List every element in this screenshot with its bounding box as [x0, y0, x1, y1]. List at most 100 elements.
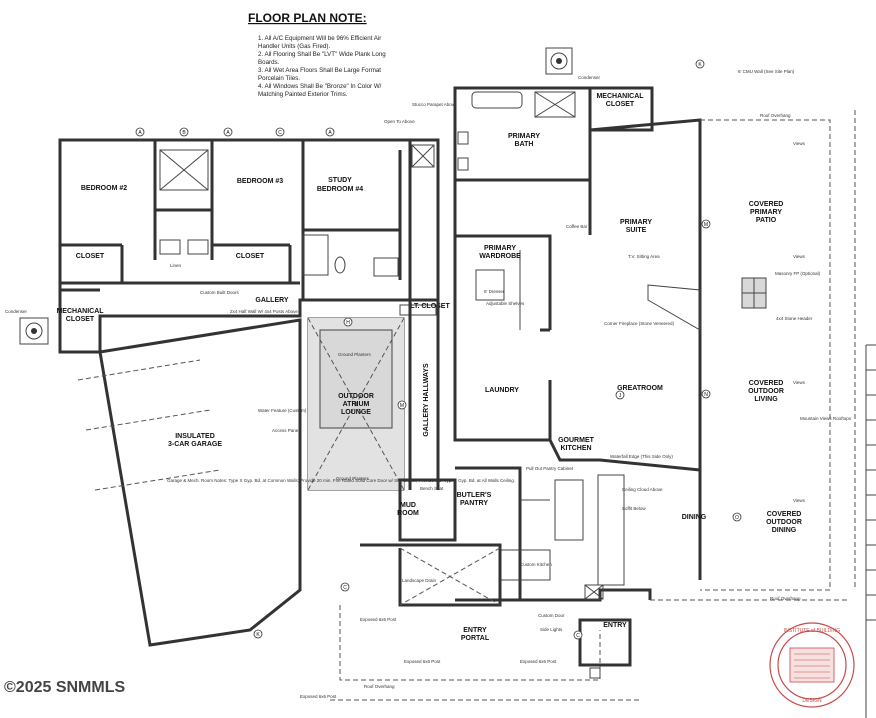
room-label-covered-dining-3: DINING: [772, 527, 797, 534]
note-line: 1. All A/C Equipment Will be 96% Efficie…: [258, 35, 381, 42]
annotation-bench: Bench Seat: [420, 486, 444, 491]
svg-text:C: C: [343, 585, 347, 591]
room-label-butlers-2: PANTRY: [460, 500, 488, 507]
seal-text-top: INSTITUTE of BUILDING: [784, 628, 841, 634]
room-label-covered-living-1: COVERED: [749, 380, 784, 387]
room-label-covered-dining-1: COVERED: [767, 511, 802, 518]
svg-text:M: M: [704, 222, 708, 228]
room-label-atrium-2: ATRIUM: [343, 401, 370, 408]
room-label-atrium-1: OUTDOOR: [338, 393, 374, 400]
annotation-mountain-views: Mountain Views Rooftops: [800, 416, 852, 421]
seal-text-bottom: DESIGN: [802, 698, 822, 704]
room-label-greatroom: GREATROOM: [617, 385, 663, 392]
right-edge-ruler: [865, 344, 876, 718]
room-label-closet-1: CLOSET: [76, 253, 105, 260]
outdoor-atrium: [307, 317, 405, 491]
primary-wing: [453, 86, 856, 591]
room-label-entry-portal-2: PORTAL: [461, 635, 490, 642]
room-label-lt-closet: LT. CLOSET: [410, 303, 450, 310]
room-label-covered-living-3: LIVING: [754, 396, 778, 403]
condenser-left: Condenser: [5, 309, 49, 345]
svg-text:J: J: [619, 393, 622, 399]
svg-text:K: K: [698, 62, 702, 68]
svg-text:A: A: [138, 130, 142, 136]
room-label-atrium-3: LOUNGE: [341, 409, 371, 416]
annotation-views-4: Views: [793, 498, 806, 503]
room-label-bedroom-2: BEDROOM #2: [81, 185, 127, 192]
gallery-hallways: [408, 140, 440, 490]
room-label-mech-closet-left-2: CLOSET: [66, 316, 95, 323]
annotation-masonry-fp: Masonry FP (Optional): [775, 271, 821, 276]
annotation-views-1: Views: [793, 141, 806, 146]
svg-text:A: A: [328, 130, 332, 136]
svg-text:B: B: [182, 130, 186, 136]
annotation-pullout: Pull Out Pantry Cabinet: [526, 466, 574, 471]
room-label-entry-portal-1: ENTRY: [463, 627, 487, 634]
annotation-half-wall: 2x4 Half Wall W/ 4x4 Posts Above: [230, 309, 298, 314]
annotation-open-to-above: Open To Above: [384, 119, 415, 124]
annotation-ceiling-cloud: Ceiling Cloud Above: [622, 487, 663, 492]
annotation-roof-overhang-bottom: Roof Overhang: [364, 684, 395, 689]
annotation-landscape-drain: Landscape Drain: [402, 578, 437, 583]
annotation-stone-header: 4x4 Stone Header: [776, 316, 813, 321]
notes-title: FLOOR PLAN NOTE:: [248, 11, 367, 25]
annotation-wardrobe-dresser: 6' Dresser: [484, 289, 505, 294]
condenser-top-label: Condenser: [578, 75, 601, 80]
annotation-custom-door: Custom Door: [538, 613, 565, 618]
room-label-laundry: LAUNDRY: [485, 387, 519, 394]
annotation-soffit-below: Soffit Below: [622, 506, 646, 511]
annotation-custom-kitchen: Custom Kitchen: [520, 562, 552, 567]
room-label-mud-1: MUD: [400, 502, 416, 509]
room-label-butlers-1: BUTLER'S: [457, 492, 492, 499]
annotation-exposed-post-1: Exposed 6x6 Post: [360, 617, 397, 622]
svg-text:C: C: [278, 130, 282, 136]
copyright-watermark: ©2025 SNMMLS: [4, 679, 125, 696]
room-label-gourmet-1: GOURMET: [558, 437, 595, 444]
room-label-garage-1: INSULATED: [175, 433, 215, 440]
kitchen-area: [360, 466, 652, 607]
room-label-gallery: GALLERY: [255, 297, 289, 304]
annotation-cmu-wall: 6' CMU Wall (See Site Plan): [738, 69, 795, 74]
svg-text:O: O: [735, 515, 739, 521]
grid-bubbles: A B A C A H M J M N O K C C K: [135, 59, 742, 640]
annotation-roof-overhang-top: Roof Overhang: [760, 113, 791, 118]
annotation-waterfall: Waterfall Edge (This Side Only): [610, 454, 673, 459]
annotation-coffee-bar: Coffee Bar: [566, 224, 588, 229]
annotation-linen: Linen: [170, 263, 182, 268]
room-label-covered-living-2: OUTDOOR: [748, 388, 784, 395]
note-line: Matching Painted Exterior Trims.: [258, 91, 348, 98]
annotation-tv-area: T.V. Sitting Area: [628, 254, 660, 259]
room-label-primary-wardrobe-2: WARDROBE: [479, 253, 521, 260]
room-label-primary-wardrobe-1: PRIMARY: [484, 245, 516, 252]
entry-portal: [330, 599, 850, 701]
svg-text:N: N: [704, 392, 708, 398]
room-label-covered-patio-3: PATIO: [756, 217, 777, 224]
bedroom-wing: [58, 138, 440, 354]
note-line: 2. All Flooring Shall Be "LVT" Wide Plan…: [258, 51, 386, 58]
annotation-side-lights: Side Lights: [540, 627, 563, 632]
annotation-exposed-post-4: Exposed 6x6 Post: [300, 694, 337, 699]
room-label-bedroom-4: BEDROOM #4: [317, 186, 363, 193]
annotation-water-feature: Water Feature (Custom): [258, 408, 307, 413]
condenser-left-label: Condenser: [5, 309, 28, 314]
room-label-closet-2: CLOSET: [236, 253, 265, 260]
room-label-bedroom-3: BEDROOM #3: [237, 178, 283, 185]
room-label-gallery-hallways: GALLERY HALLWAYS: [423, 363, 430, 437]
annotation-exposed-post-3: Exposed 6x6 Post: [520, 659, 557, 664]
annotation-stucco-parapet: Stucco Parapet Above: [412, 102, 457, 107]
note-line: Porcelain Tiles.: [258, 75, 300, 82]
room-label-gourmet-2: KITCHEN: [560, 445, 591, 452]
room-label-mech-closet-right-2: CLOSET: [606, 101, 635, 108]
note-line: Boards.: [258, 59, 280, 66]
design-seal: INSTITUTE of BUILDING DESIGN: [769, 622, 855, 708]
annotation-fireplace: Corner Fireplace (Stone Veneered): [604, 321, 675, 326]
condenser-top: Condenser: [545, 47, 601, 80]
annotation-roof-overhang-right: Roof Overhang: [770, 596, 801, 601]
annotation-access-panel: Access Panel: [272, 428, 299, 433]
garage: [77, 318, 302, 647]
room-label-garage-2: 3-CAR GARAGE: [168, 441, 222, 448]
room-label-dining: DINING: [682, 514, 707, 521]
room-label-primary-suite-2: SUITE: [626, 227, 647, 234]
room-label-mech-closet-left: MECHANICAL: [56, 308, 104, 315]
